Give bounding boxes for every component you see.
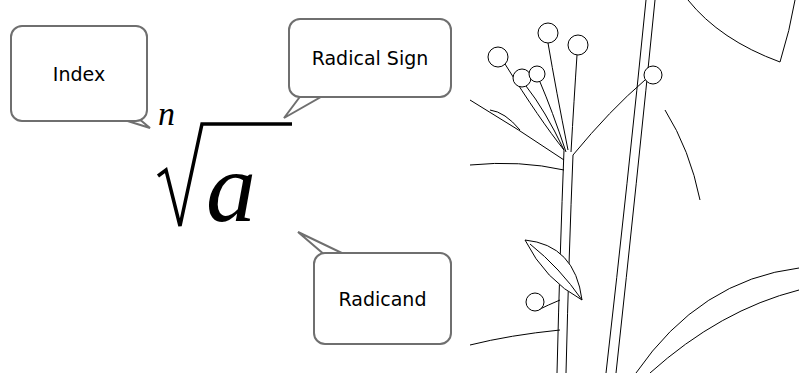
math-symbol: n (158, 97, 175, 131)
callout-text: Radical Sign (312, 47, 429, 69)
callout-box: Radicand (313, 252, 452, 345)
callout-text: Radicand (339, 288, 427, 310)
callout-box: Radical Sign (288, 18, 452, 98)
math-symbol: a (206, 138, 256, 238)
callout-box: Index (10, 25, 148, 122)
plant-drawing (470, 0, 799, 373)
callout-text: Index (53, 63, 105, 85)
